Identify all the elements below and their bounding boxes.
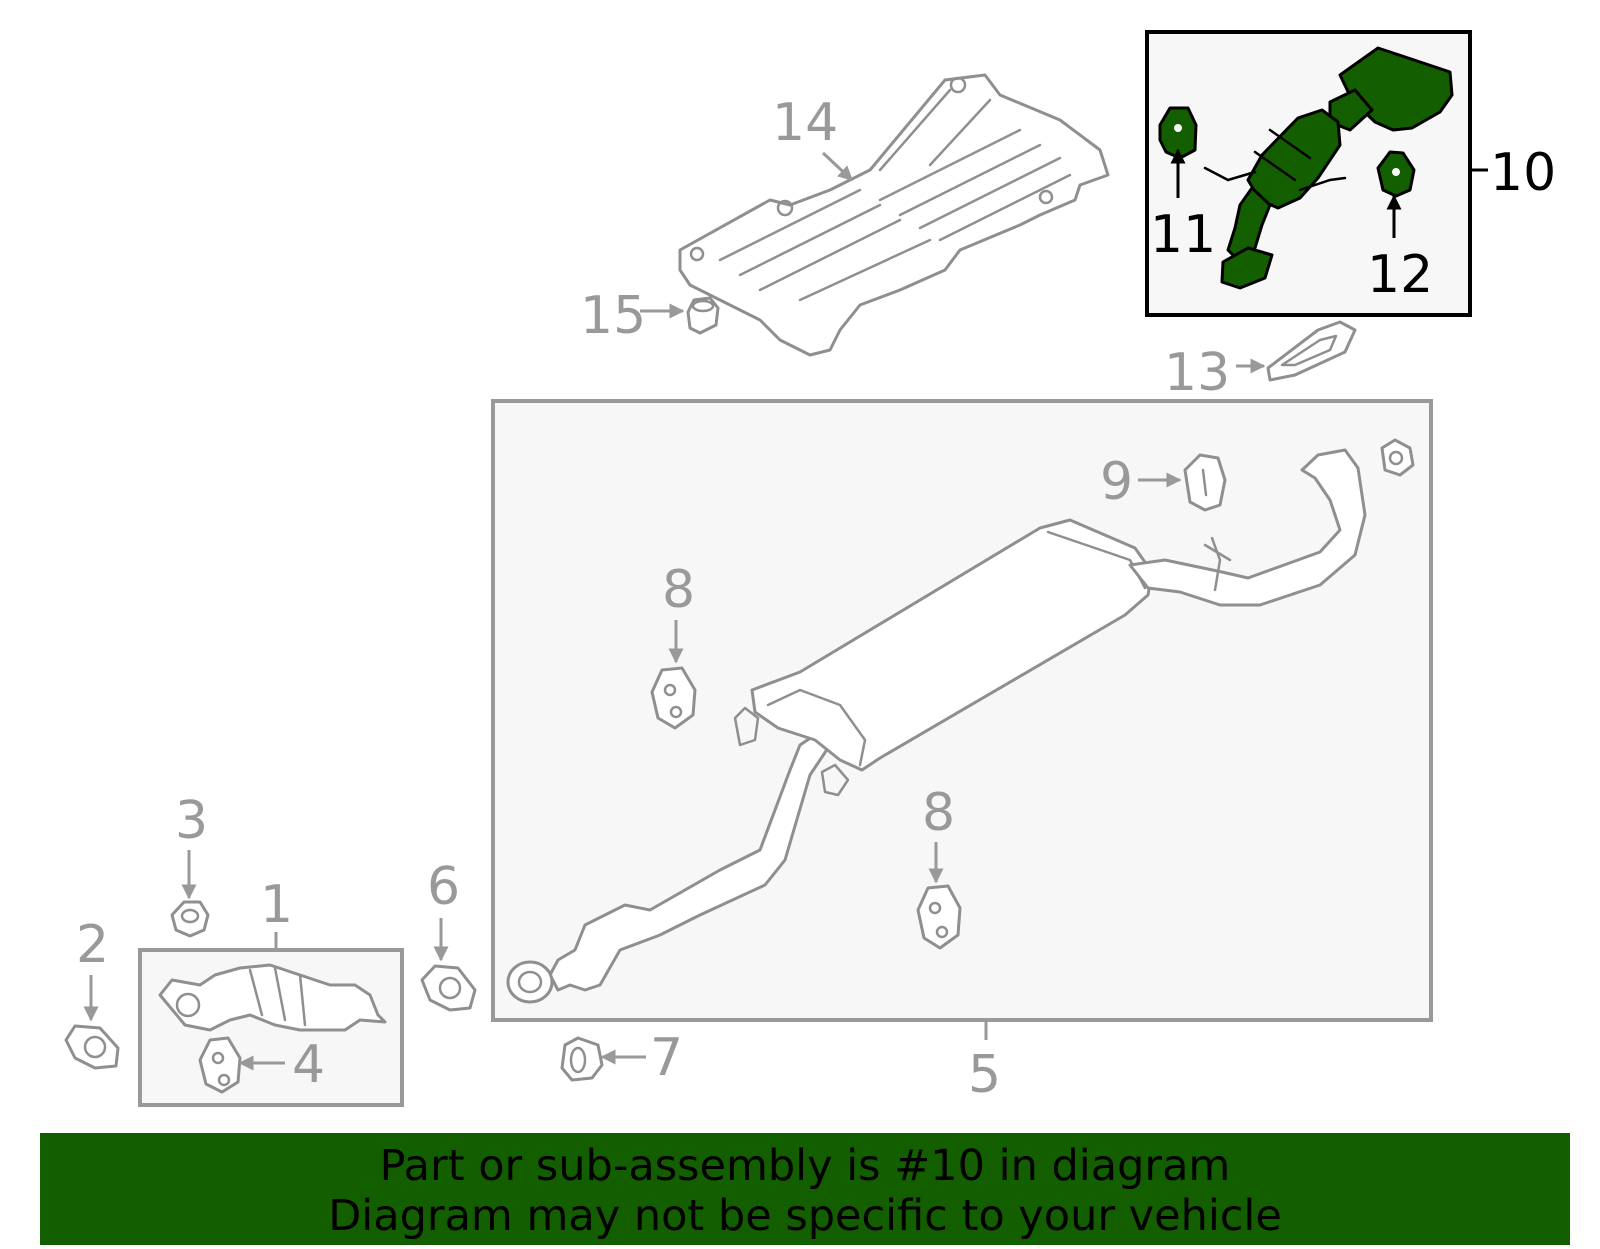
part-14-heat-shield[interactable] bbox=[678, 73, 1110, 357]
part-12-hanger[interactable] bbox=[1376, 150, 1416, 198]
banner-line-2: Diagram may not be specific to your vehi… bbox=[328, 1191, 1282, 1241]
callout-1: 1 bbox=[260, 875, 293, 935]
callout-6: 6 bbox=[427, 857, 460, 917]
callout-8b: 8 bbox=[922, 783, 955, 843]
part-7-nut[interactable] bbox=[560, 1036, 604, 1082]
callout-10: 10 bbox=[1490, 143, 1556, 203]
callout-7: 7 bbox=[650, 1028, 683, 1088]
part-9-hanger[interactable] bbox=[1183, 453, 1227, 512]
part-6-gasket[interactable] bbox=[420, 964, 477, 1012]
part-8-hanger-upper[interactable] bbox=[650, 666, 697, 730]
callout-3: 3 bbox=[175, 791, 208, 851]
part-15-nut[interactable] bbox=[686, 296, 720, 335]
part-4-hanger[interactable] bbox=[198, 1036, 242, 1094]
callout-4: 4 bbox=[292, 1035, 325, 1095]
part-10-catalytic-converter[interactable] bbox=[1203, 46, 1454, 290]
part-11-hanger[interactable] bbox=[1158, 106, 1198, 160]
part-13-gasket[interactable] bbox=[1266, 320, 1357, 382]
banner-line-1: Part or sub-assembly is #10 in diagram bbox=[379, 1141, 1231, 1191]
callout-13: 13 bbox=[1164, 343, 1230, 403]
callout-14: 14 bbox=[772, 93, 838, 153]
callout-5: 5 bbox=[968, 1045, 1001, 1105]
callout-8a: 8 bbox=[662, 560, 695, 620]
part-nut[interactable] bbox=[1380, 438, 1415, 477]
part-2-gasket[interactable] bbox=[64, 1024, 120, 1070]
callout-9: 9 bbox=[1100, 452, 1133, 512]
leader-14 bbox=[821, 151, 854, 182]
callout-2: 2 bbox=[76, 915, 109, 975]
part-3-nut[interactable] bbox=[170, 900, 210, 938]
info-banner: Part or sub-assembly is #10 in diagram D… bbox=[40, 1133, 1570, 1245]
part-1-front-pipe[interactable] bbox=[158, 963, 387, 1032]
callout-11: 11 bbox=[1150, 205, 1216, 265]
callout-15: 15 bbox=[580, 286, 646, 346]
part-5-muffler-assembly[interactable] bbox=[506, 448, 1367, 1004]
callout-12: 12 bbox=[1367, 245, 1433, 305]
part-8-hanger-lower[interactable] bbox=[916, 884, 962, 950]
